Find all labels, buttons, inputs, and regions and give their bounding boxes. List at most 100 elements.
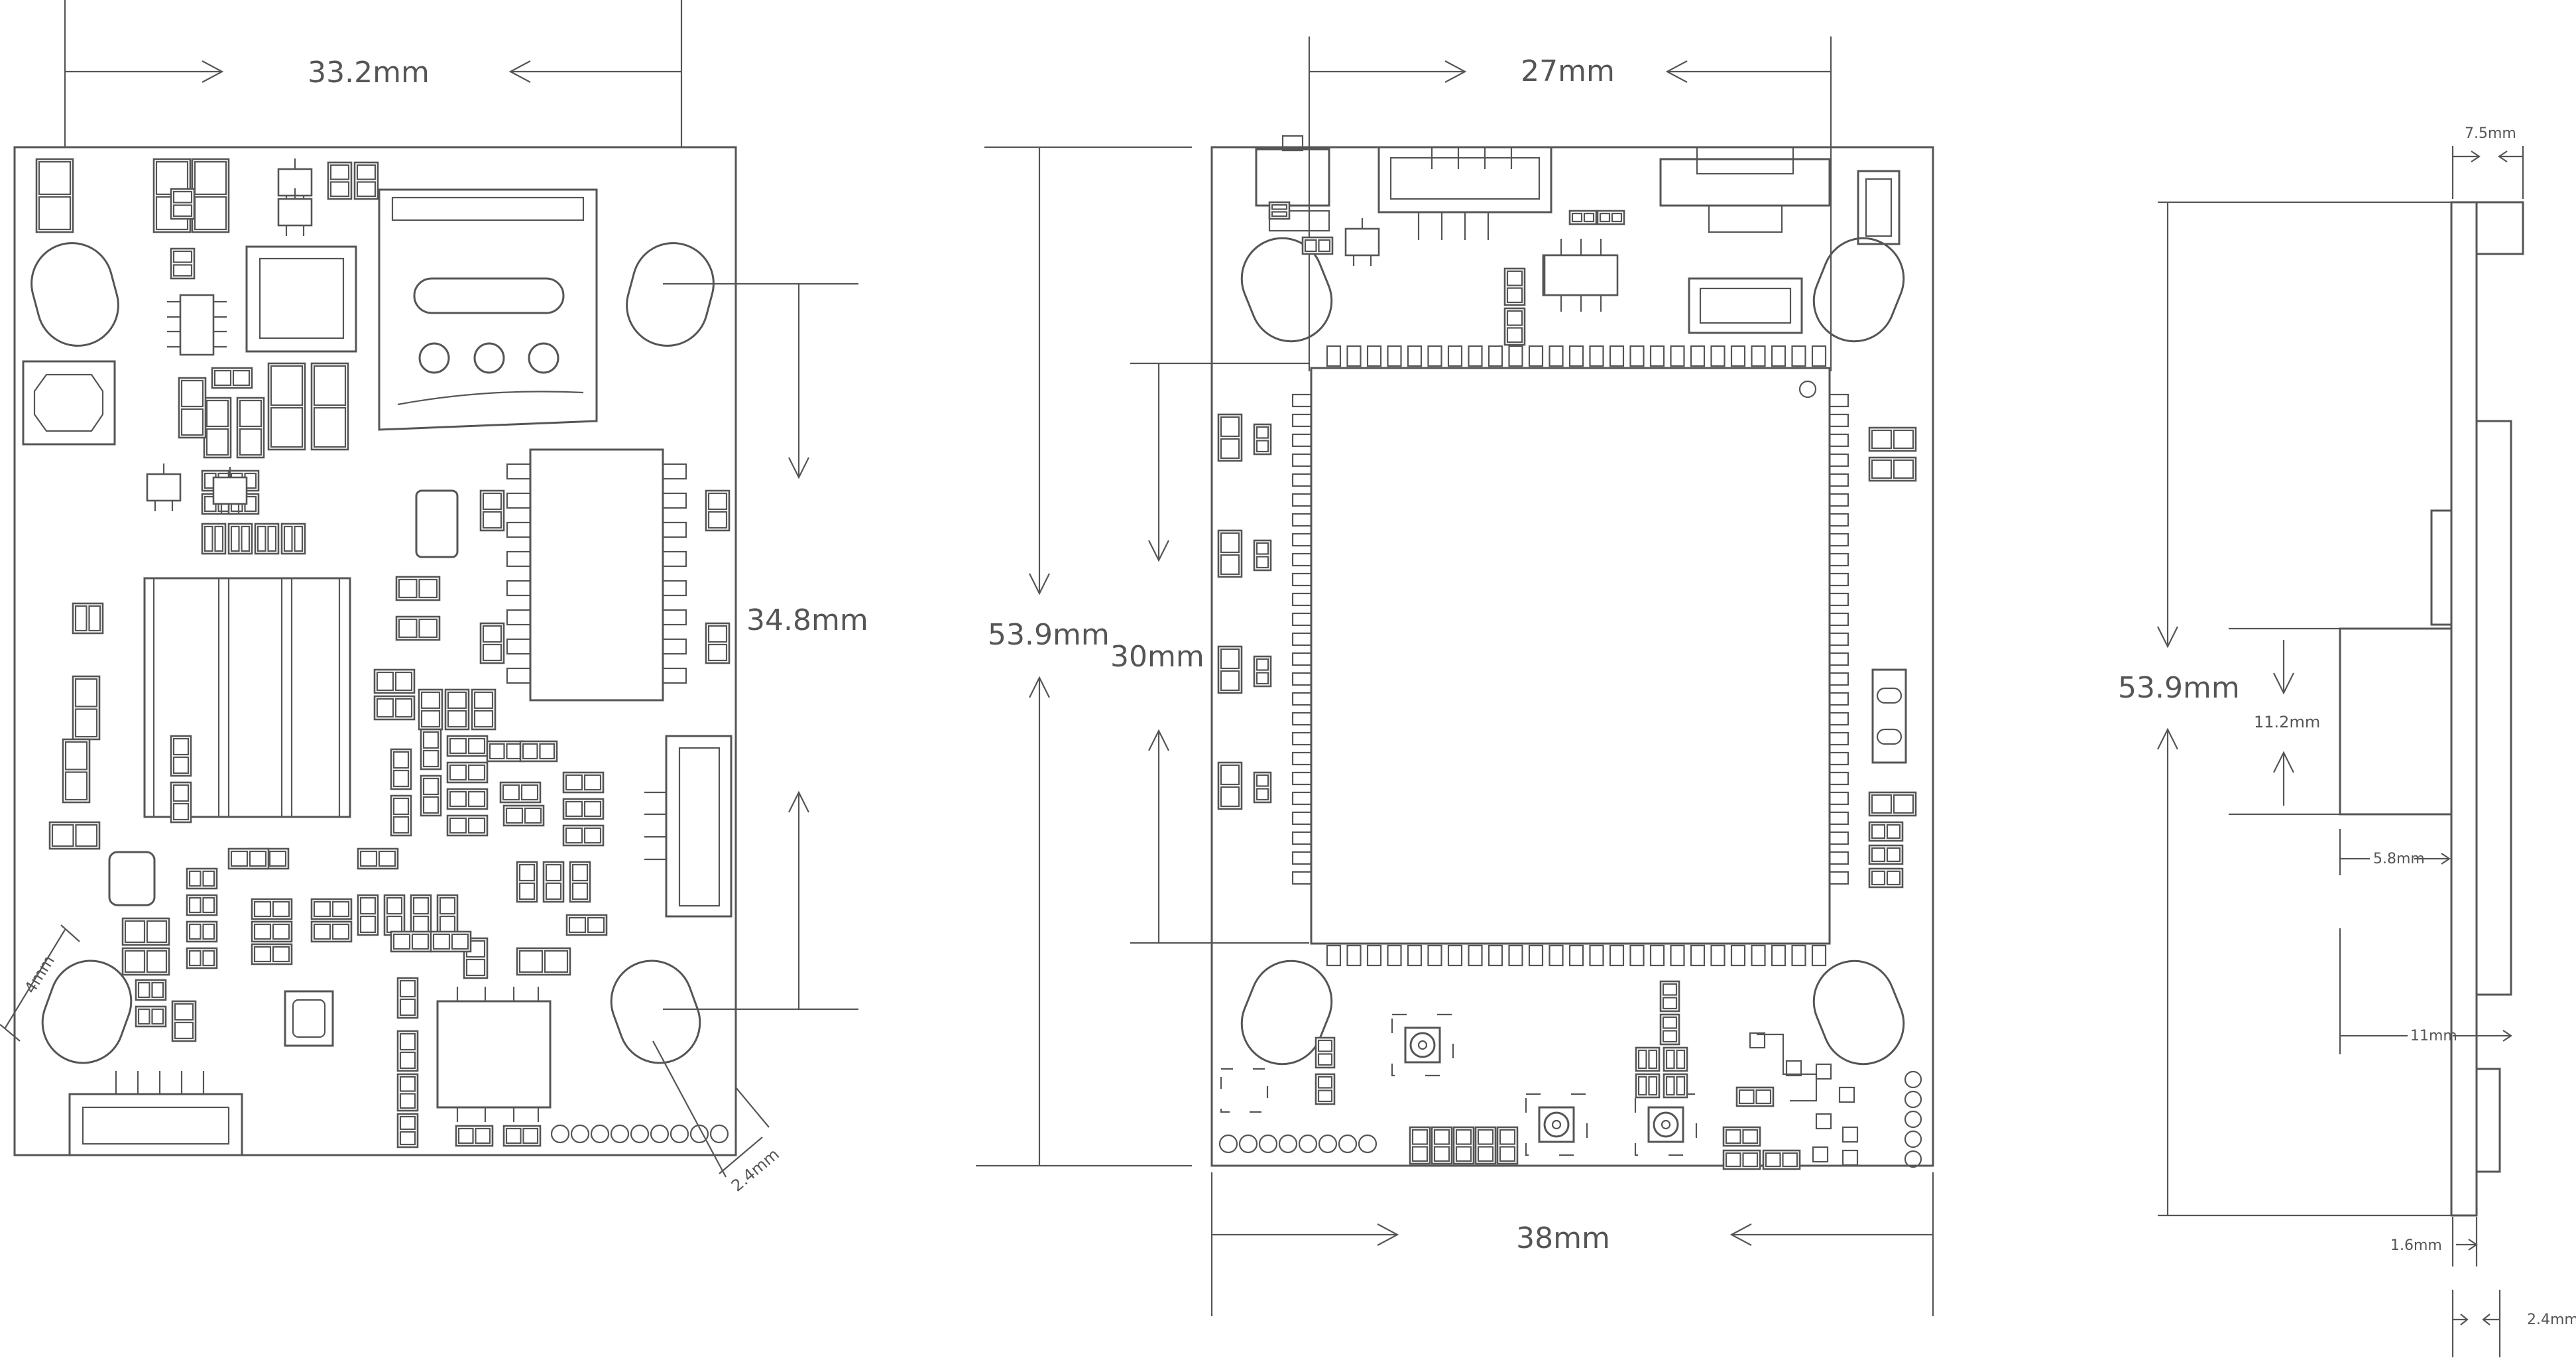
ic-pin (506, 609, 532, 626)
smd-part (310, 362, 349, 451)
smd-part (446, 761, 489, 784)
smd-part (121, 917, 170, 946)
module-pad (1291, 791, 1313, 806)
module-pad (1427, 944, 1442, 967)
header-pin (670, 1124, 689, 1144)
module-pad (1291, 572, 1313, 587)
module-pad (1291, 393, 1313, 408)
dim-module-width-27-label: 27mm (1521, 54, 1615, 88)
smd-part (1315, 1036, 1336, 1069)
ic-pin (662, 550, 687, 568)
ic-pin (662, 580, 687, 597)
module-pad (1549, 944, 1564, 967)
module-pad (1568, 345, 1584, 367)
smd-part (395, 615, 441, 641)
module-pad (1468, 345, 1483, 367)
header-pin (1318, 1134, 1338, 1154)
module-pad (1346, 944, 1362, 967)
ic-pin (662, 492, 687, 509)
header-pin (1258, 1134, 1278, 1154)
smd-part (201, 523, 227, 555)
dim-edge-2-4: 2.4mm (652, 1040, 783, 1196)
smd-part (446, 814, 489, 837)
module-pad (1730, 345, 1746, 367)
smd-part (455, 1125, 494, 1147)
transistor (277, 188, 313, 236)
ic-pin (506, 638, 532, 655)
smd-part (48, 821, 101, 850)
transistor (146, 464, 182, 511)
smd-part (236, 397, 265, 459)
module-pad (1730, 944, 1746, 967)
trace (1757, 1033, 1818, 1102)
dim-side-comp-11-2: 11.2mm (2229, 627, 2340, 816)
smd-part (383, 894, 406, 936)
module-pad (1366, 345, 1382, 367)
ic-pin (662, 609, 687, 626)
smd-part (1503, 267, 1526, 306)
mount-slot (41, 959, 133, 1064)
smd-part (1659, 1013, 1680, 1046)
smd-part (502, 1125, 542, 1147)
smd-part (310, 920, 353, 943)
smd-part (1217, 529, 1243, 578)
crystal (415, 489, 459, 558)
smd-part (396, 1073, 419, 1112)
smd-part (227, 523, 253, 555)
header-pin (689, 1124, 709, 1144)
module-pad (1828, 572, 1849, 587)
module-pad (1828, 532, 1849, 547)
smd-part (254, 523, 280, 555)
module-pad (1629, 944, 1645, 967)
module-pad (1346, 345, 1362, 367)
smd-part (1253, 655, 1272, 688)
smd-part (519, 740, 558, 763)
smd-part (1635, 1073, 1661, 1099)
module-pad (1447, 345, 1463, 367)
module-pad (1828, 811, 1849, 826)
dim-board-height-53-9-label: 53.9mm (988, 618, 1110, 652)
dim-board-width-38-label: 38mm (1516, 1221, 1610, 1255)
top-connector (1377, 146, 1552, 240)
module-pad (1291, 493, 1313, 507)
module-pad (1407, 345, 1423, 367)
side-connector (644, 735, 732, 918)
small-ic (167, 294, 227, 356)
module-pad (1828, 771, 1849, 786)
dim-side-height-53-9: 53.9mm (2118, 201, 2451, 1217)
smd-part (565, 914, 608, 936)
module-pad (1828, 453, 1849, 467)
module-pad (1291, 632, 1313, 647)
smd-part (1868, 867, 1904, 889)
dim-bottom-2-4-label: 2.4mm (2527, 1312, 2576, 1328)
smd-part (1496, 1126, 1519, 1165)
header-pin (1338, 1134, 1358, 1154)
power-switch (1255, 135, 1330, 232)
back-component (2430, 509, 2453, 626)
module-pad (1427, 345, 1442, 367)
smd-part (418, 688, 443, 731)
module-pad (1828, 831, 1849, 845)
module-pad (1828, 871, 1849, 885)
dim-bottom-2-4: 2.4mm (2451, 1290, 2576, 1357)
smd-part (516, 861, 538, 903)
mount-slot (1812, 237, 1905, 343)
smd-components (35, 158, 731, 1148)
smd-part (121, 947, 170, 976)
module-pad (1366, 944, 1382, 967)
smd-part (1722, 1126, 1761, 1147)
module-pad (1291, 851, 1313, 865)
small-ic (1543, 239, 1619, 312)
ic-pin (662, 521, 687, 538)
mount-slot (1240, 959, 1333, 1066)
smd-part (357, 847, 399, 870)
module-pad (1528, 345, 1544, 367)
dim-thickness-1-6: 1.6mm (2390, 1217, 2478, 1267)
smd-part (1253, 539, 1272, 572)
header-pin (1904, 1150, 1922, 1168)
crystal-oscillator (1688, 277, 1803, 334)
smd-part (390, 930, 432, 953)
ic-pin (662, 667, 687, 684)
smd-part (471, 688, 497, 731)
module-pad (1828, 632, 1849, 647)
